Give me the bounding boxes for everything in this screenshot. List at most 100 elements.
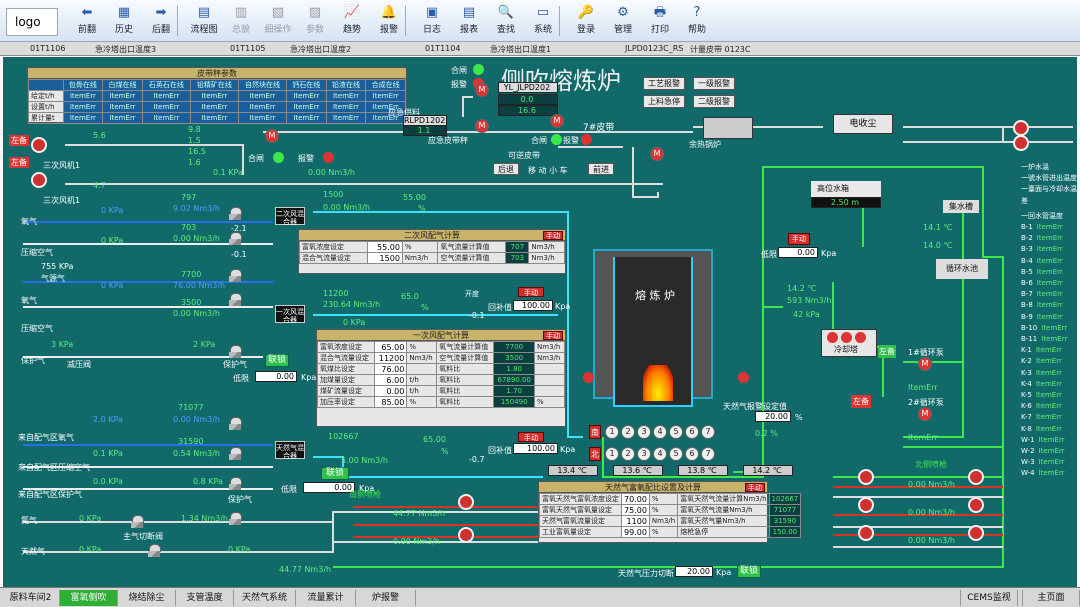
bottom-tab[interactable]: 烧结除尘: [118, 590, 176, 606]
toolbar-button-params[interactable]: ▨参数: [298, 4, 332, 38]
level2-alarm-button[interactable]: 二级报警: [693, 95, 735, 108]
low-limit-value-2[interactable]: 0.00: [303, 482, 355, 493]
motor-3[interactable]: M: [550, 114, 564, 128]
interlock-button-2[interactable]: 联锁: [321, 467, 349, 480]
north-gun-valve[interactable]: [858, 469, 874, 485]
oxygen-valve-2[interactable]: [229, 269, 242, 283]
toolbar-button-log[interactable]: ▣日志: [415, 4, 449, 38]
bottom-tab[interactable]: 富氧侧吹: [60, 590, 118, 606]
toolbar-button-back-arrow[interactable]: ⬅前翻: [70, 4, 104, 38]
panel_primary-val-cell[interactable]: 76.00: [374, 363, 408, 375]
motor-2[interactable]: M: [475, 119, 489, 133]
toolbar-button-overview[interactable]: ▥总貌: [224, 4, 258, 38]
bottom-tab[interactable]: 支管温度: [176, 590, 234, 606]
interlock-button-3[interactable]: 联锁: [737, 565, 761, 578]
south-tuyere-6[interactable]: 6: [685, 425, 699, 439]
toolbar-button-alarm[interactable]: 🔔报警: [372, 4, 406, 38]
pump2-motor[interactable]: M: [918, 407, 932, 421]
forward-button[interactable]: 前进: [588, 163, 614, 175]
low-limit-value-3[interactable]: 0.00: [778, 247, 818, 258]
manual-badge[interactable]: 手动: [518, 287, 544, 297]
south-gun-valve[interactable]: [458, 494, 474, 510]
north-gun-valve[interactable]: [968, 469, 984, 485]
motor-4[interactable]: M: [650, 147, 664, 161]
toolbar-button-manage[interactable]: ⚙管理: [606, 4, 640, 38]
toolbar-button-print[interactable]: 🖶打印: [643, 4, 677, 38]
bottom-tab[interactable]: 流量累计: [296, 590, 356, 606]
south-tuyere-7[interactable]: 7: [701, 425, 715, 439]
bottom-tab[interactable]: 炉报警: [356, 590, 416, 606]
toolbar-button-flowchart[interactable]: ▤流程图: [187, 4, 221, 38]
air-valve-2[interactable]: [229, 293, 242, 307]
secondary-fan-1[interactable]: [31, 137, 47, 153]
gas-cut-value[interactable]: 20.00: [675, 566, 713, 577]
north-gun-valve[interactable]: [968, 497, 984, 513]
low-limit-value[interactable]: 0.00: [255, 371, 297, 382]
north-gun-valve[interactable]: [968, 525, 984, 541]
process-alarm-button[interactable]: 工艺报警: [643, 77, 685, 90]
north-tuyere-3[interactable]: 3: [637, 447, 651, 461]
incoming-protect-valve[interactable]: [229, 477, 242, 491]
bottom-nav-button[interactable]: CEMS监视: [960, 590, 1018, 606]
north-tuyere-5[interactable]: 5: [669, 447, 683, 461]
natural-gas-valve[interactable]: [148, 544, 161, 558]
panel_gas-val-cell[interactable]: 75.00: [621, 504, 650, 516]
manual-badge-2[interactable]: 手动: [518, 432, 544, 442]
oxygen-valve[interactable]: [229, 207, 242, 221]
return-value-2[interactable]: 100.00: [513, 443, 558, 454]
north-gun-valve[interactable]: [858, 497, 874, 513]
toolbar-button-trend[interactable]: 📈趋势: [335, 4, 369, 38]
panel_primary-val-cell[interactable]: 0.00: [374, 385, 408, 397]
toolbar-button-history[interactable]: ▦历史: [107, 4, 141, 38]
north-gun-valve[interactable]: [858, 525, 874, 541]
north-tuyere-4[interactable]: 4: [653, 447, 667, 461]
toolbar-button-search[interactable]: 🔍查找: [489, 4, 523, 38]
motor-5[interactable]: M: [475, 83, 489, 97]
south-tuyere-1[interactable]: 1: [605, 425, 619, 439]
panel_secondary-val-cell[interactable]: 1500: [366, 252, 403, 264]
air-valve[interactable]: [229, 232, 242, 246]
toolbar-button-report[interactable]: ▤报表: [452, 4, 486, 38]
south-tuyere-4[interactable]: 4: [653, 425, 667, 439]
toolbar-button-help[interactable]: ?帮助: [680, 4, 714, 38]
nitrogen-valve-2[interactable]: [229, 512, 242, 526]
panel_primary-val-cell[interactable]: 11200: [374, 352, 408, 364]
south-tuyere-2[interactable]: 2: [621, 425, 635, 439]
bottom-nav-button[interactable]: 主页面: [1022, 590, 1080, 606]
manual-badge-3[interactable]: 手动: [788, 233, 810, 245]
panel_gas-val-cell[interactable]: 70.00: [621, 493, 650, 505]
interlock-button-1[interactable]: 联锁: [265, 354, 289, 367]
north-tuyere-2[interactable]: 2: [621, 447, 635, 461]
north-tuyere-1[interactable]: 1: [605, 447, 619, 461]
backward-button[interactable]: 后退: [493, 163, 519, 175]
bottom-tab[interactable]: 原料车间2: [2, 590, 60, 606]
protect-valve[interactable]: [229, 345, 242, 359]
south-tuyere-5[interactable]: 5: [669, 425, 683, 439]
motor-1[interactable]: M: [265, 129, 279, 143]
manual-toggle[interactable]: 手动: [745, 483, 765, 492]
bottom-tab[interactable]: 天然气系统: [234, 590, 296, 606]
toolbar-button-forward-arrow[interactable]: ➡后翻: [144, 4, 178, 38]
stop-feed-button[interactable]: 上料急停: [643, 95, 685, 108]
panel_gas-val-cell[interactable]: 1100: [621, 515, 650, 527]
toolbar-button-detail-op[interactable]: ▧细操作: [261, 4, 295, 38]
incoming-oxygen-valve[interactable]: [229, 417, 242, 431]
south-tuyere-3[interactable]: 3: [637, 425, 651, 439]
panel_secondary-val-cell[interactable]: 55.00: [366, 241, 403, 253]
return-value-1[interactable]: 100.00: [513, 300, 553, 311]
panel_primary-val-cell[interactable]: 85.00: [374, 396, 408, 408]
north-tuyere-6[interactable]: 6: [685, 447, 699, 461]
panel_gas-val-cell[interactable]: 99.00: [621, 526, 650, 538]
panel_primary-val-cell[interactable]: 6.00: [374, 374, 408, 386]
south-gun-valve[interactable]: [458, 527, 474, 543]
manual-toggle[interactable]: 手动: [543, 331, 563, 340]
pump1-motor[interactable]: M: [918, 357, 932, 371]
level1-alarm-button[interactable]: 一级报警: [693, 77, 735, 90]
nitrogen-valve[interactable]: [131, 515, 144, 529]
gas-alarm-value[interactable]: 20.00: [755, 411, 791, 422]
secondary-fan-2[interactable]: [31, 172, 47, 188]
manual-toggle[interactable]: 手动: [543, 231, 563, 240]
toolbar-button-login[interactable]: 🔑登录: [569, 4, 603, 38]
toolbar-button-system[interactable]: ▭系统: [526, 4, 560, 38]
incoming-air-valve[interactable]: [229, 447, 242, 461]
